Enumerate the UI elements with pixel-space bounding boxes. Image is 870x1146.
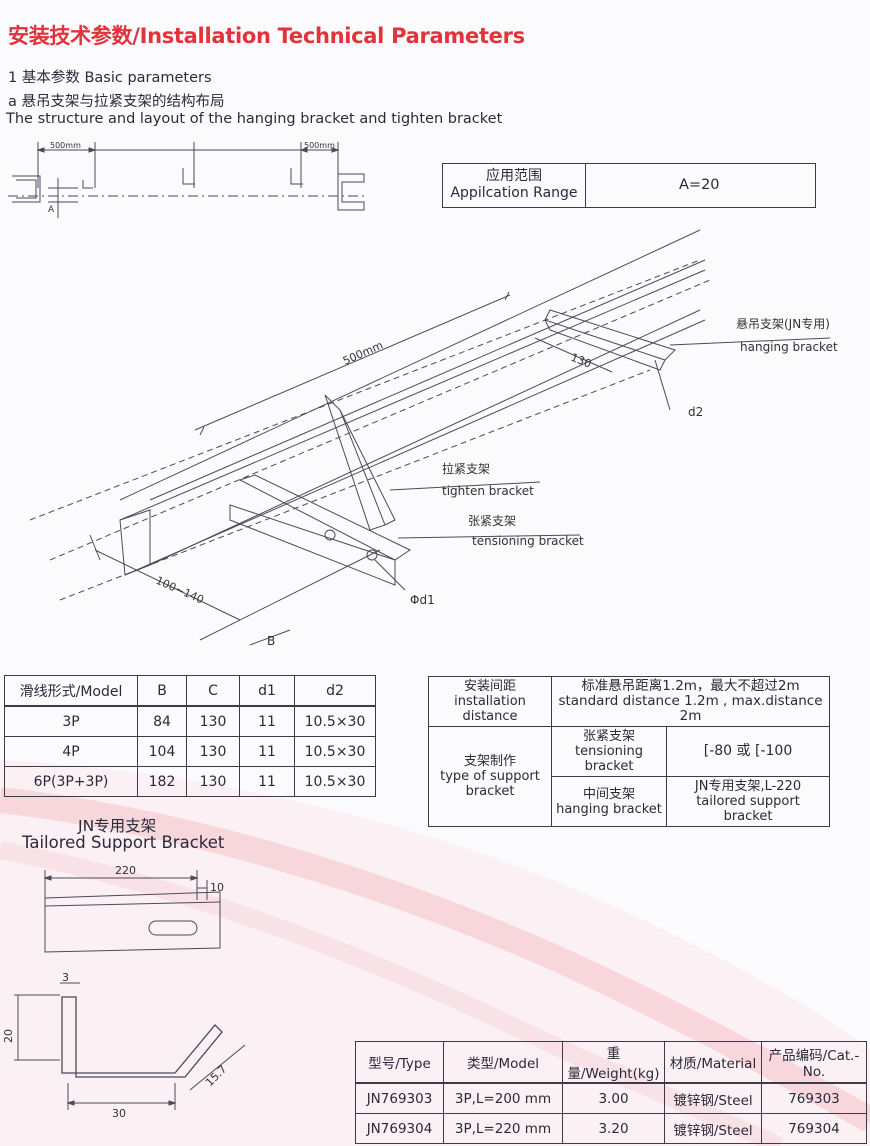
label-d2: d2 <box>688 405 703 419</box>
dim-130: 130 <box>569 351 593 371</box>
table-row: 支架制作 type of support bracket 张紧支架 tensio… <box>428 726 830 827</box>
middle-value: JN专用支架,L-220 tailored support bracket <box>666 776 830 827</box>
bracket-top-view: 220 10 <box>43 864 224 953</box>
isometric-rail-diagram: 500mm 130 100~140 B d2 Φd1 悬吊支架(JN专用) ha… <box>29 229 838 648</box>
support-label: 支架制作 type of support bracket <box>428 726 552 827</box>
dim-500-right: 500mm <box>304 141 335 150</box>
range-label: 应用范围 Appilcation Range <box>443 164 586 207</box>
table-row: 安装间距 installation distance 标准悬吊距离1.2m，最大… <box>428 676 830 727</box>
dim-10: 10 <box>210 881 224 894</box>
dim-20: 20 <box>2 1029 15 1043</box>
section-structure-en: The structure and layout of the hanging … <box>6 111 503 127</box>
tension-bracket-cn: 张紧支架 <box>468 514 516 528</box>
dim-500mm: 500mm <box>341 339 385 368</box>
bracket-profile-view: 3 20 30 15.7 <box>2 971 246 1120</box>
tension-bracket-en: tensioning bracket <box>472 534 584 548</box>
type-table-header: 型号/Type 类型/Model 重量/Weight(kg) 材质/Materi… <box>355 1041 867 1084</box>
bracket-title-en: Tailored Support Bracket <box>22 833 225 852</box>
installation-table: 安装间距 installation distance 标准悬吊距离1.2m，最大… <box>428 676 830 827</box>
page-title: 安装技术参数/Installation Technical Parameters <box>8 24 525 48</box>
dim-a: A <box>48 205 55 215</box>
top-layout-diagram: 500mm 500mm A <box>8 141 368 218</box>
tighten-bracket-en: tighten bracket <box>442 484 534 498</box>
dim-b: B <box>267 634 275 648</box>
tension-label: 张紧支架 tensioning bracket <box>551 726 667 777</box>
dim-100-140: 100~140 <box>154 574 206 607</box>
middle-label: 中间支架 hanging bracket <box>551 776 667 827</box>
section-structure-cn: a 悬吊支架与拉紧支架的结构布局 <box>8 94 225 110</box>
hanging-bracket-en: hanging bracket <box>740 340 838 354</box>
dim-220: 220 <box>115 864 136 877</box>
distance-value: 标准悬吊距离1.2m，最大不超过2m standard distance 1.2… <box>551 676 830 727</box>
dim-30: 30 <box>112 1107 126 1120</box>
table-row: 中间支架 hanging bracket JN专用支架,L-220 tailor… <box>429 776 830 827</box>
bracket-title-cn: JN专用支架 <box>78 817 157 835</box>
model-table-header: 滑线形式/Model B C d1 d2 <box>4 675 376 707</box>
dim-3: 3 <box>62 971 69 984</box>
distance-label: 安装间距 installation distance <box>428 676 552 727</box>
dim-15-7: 15.7 <box>203 1063 230 1090</box>
label-phi-d1: Φd1 <box>410 593 435 607</box>
range-value: A=20 <box>679 177 720 193</box>
type-table: 型号/Type 类型/Model 重量/Weight(kg) 材质/Materi… <box>355 1041 867 1144</box>
section-basic-params: 1 基本参数 Basic parameters <box>8 70 212 86</box>
hanging-bracket-cn: 悬吊支架(JN专用) <box>736 316 830 331</box>
tighten-bracket-cn: 拉紧支架 <box>442 461 490 476</box>
application-range-box: 应用范围 Appilcation Range A=20 <box>442 163 816 208</box>
tension-value: [-80 或 [-100 <box>666 726 830 777</box>
dim-500-left: 500mm <box>50 141 81 150</box>
